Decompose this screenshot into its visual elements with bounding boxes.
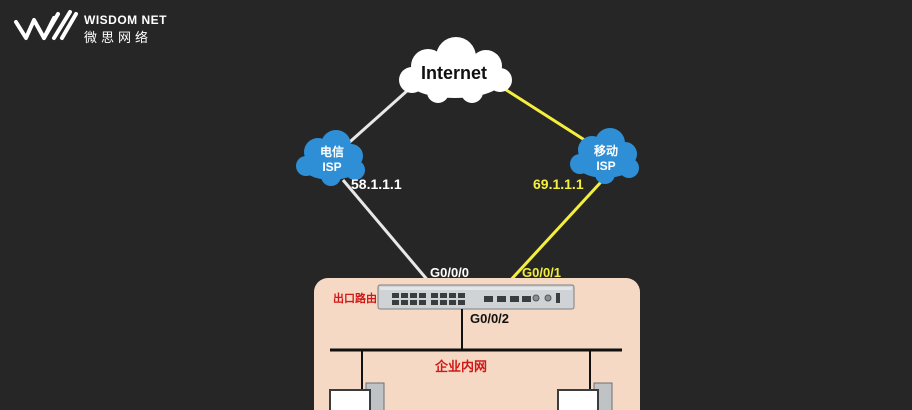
telecom-isp-cloud — [296, 130, 365, 186]
router-device — [377, 284, 575, 310]
pc-right — [557, 382, 613, 410]
mobile-isp-label: 移动 ISP — [589, 144, 623, 174]
telecom-isp-name: 电信 — [319, 145, 344, 159]
pc-left — [329, 382, 385, 410]
port-g0-0-0: G0/0/0 — [430, 265, 470, 280]
internet-cloud — [399, 37, 512, 103]
brand-logo-mark — [14, 10, 78, 40]
port-g0-0-2: G0/0/2 — [470, 311, 510, 326]
enterprise-panel — [314, 278, 640, 410]
mobile-isp-type: ISP — [596, 159, 616, 173]
telecom-ip: 58.1.1.1 — [351, 176, 402, 192]
router-port-bank — [392, 293, 531, 305]
mobile-isp-name: 移动 — [593, 144, 618, 158]
port-g0-0-1: G0/0/1 — [522, 265, 562, 280]
router-label: 出口路由 — [333, 293, 377, 305]
router-antenna-right — [544, 294, 552, 302]
internet-label: Internet — [421, 63, 488, 83]
mobile-isp-cloud — [570, 128, 639, 184]
lan-label: 企业内网 — [435, 359, 488, 374]
link-telecom-router — [341, 179, 432, 284]
brand-name-en: WISDOM NET — [84, 13, 167, 27]
link-internet-telecom — [342, 88, 409, 150]
brand-name-cn: 微思网络 — [84, 30, 153, 45]
mobile-ip: 69.1.1.1 — [533, 176, 584, 192]
router-antenna-left — [532, 294, 540, 302]
link-mobile-router — [506, 180, 603, 285]
telecom-isp-label: 电信 ISP — [315, 145, 349, 175]
link-internet-mobile — [499, 84, 595, 148]
telecom-isp-type: ISP — [322, 160, 342, 174]
